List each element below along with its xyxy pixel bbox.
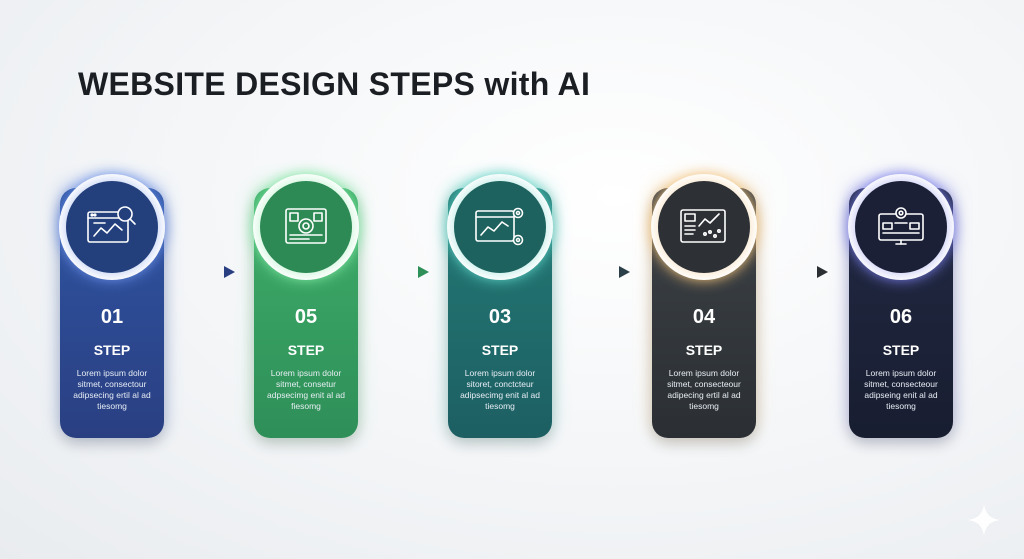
step-description: Lorem ipsum dolor sitmet, consecteour ad… — [864, 368, 938, 411]
arrow-right-icon — [570, 266, 630, 278]
step-card-06: 06 STEP Lorem ipsum dolor sitmet, consec… — [848, 174, 954, 438]
sparkle-icon — [968, 504, 1000, 536]
step-label: STEP — [481, 342, 519, 358]
arrow-right-icon — [175, 266, 235, 278]
step-card-05: 05 STEP Lorem ipsum dolor sitmet, conset… — [253, 174, 359, 438]
step-number: 06 — [889, 306, 913, 328]
icon-circle — [658, 181, 750, 273]
arrow-head — [619, 266, 630, 278]
step-description: Lorem ipsum dolor sitmet, consetur adpse… — [267, 368, 345, 411]
browser-chart-gears-icon — [475, 207, 524, 246]
dashboard-analytics-icon — [680, 209, 726, 243]
arrow-head — [224, 266, 235, 278]
step-label: STEP — [882, 342, 920, 358]
step-label: STEP — [287, 342, 325, 358]
title-main: WEBSITE DESIGN STEPS — [78, 66, 476, 102]
monitor-gear-icon — [878, 207, 924, 245]
arrow-head — [418, 266, 429, 278]
step-number: 05 — [294, 306, 318, 328]
icon-circle — [454, 181, 546, 273]
step-card-01: 01 STEP Lorem ipsum dolor sitmet, consec… — [59, 174, 165, 438]
step-card-03: 03 STEP Lorem ipsum dolor sitoret, conct… — [447, 174, 553, 438]
step-label: STEP — [685, 342, 723, 358]
design-layout-icon — [285, 208, 327, 244]
browser-chart-search-icon — [87, 206, 136, 243]
step-card-04: 04 STEP Lorem ipsum dolor sitmet, consec… — [651, 174, 757, 438]
arrow-head — [817, 266, 828, 278]
step-label: STEP — [93, 342, 131, 358]
icon-circle — [260, 181, 352, 273]
icon-circle — [66, 181, 158, 273]
step-number: 03 — [488, 306, 512, 328]
step-description: Lorem ipsum dolor sitmet, consectour adi… — [73, 368, 151, 411]
step-number: 01 — [100, 306, 124, 328]
title-suffix: with AI — [484, 66, 591, 102]
step-description: Lorem ipsum dolor sitoret, conctcteur ad… — [460, 368, 540, 411]
step-number: 04 — [692, 306, 716, 328]
arrow-right-icon — [768, 266, 828, 278]
step-description: Lorem ipsum dolor sitmet, consecteour ad… — [667, 368, 741, 411]
page-title: WEBSITE DESIGN STEPS with AI — [78, 66, 590, 103]
arrow-right-icon — [369, 266, 429, 278]
icon-circle — [855, 181, 947, 273]
